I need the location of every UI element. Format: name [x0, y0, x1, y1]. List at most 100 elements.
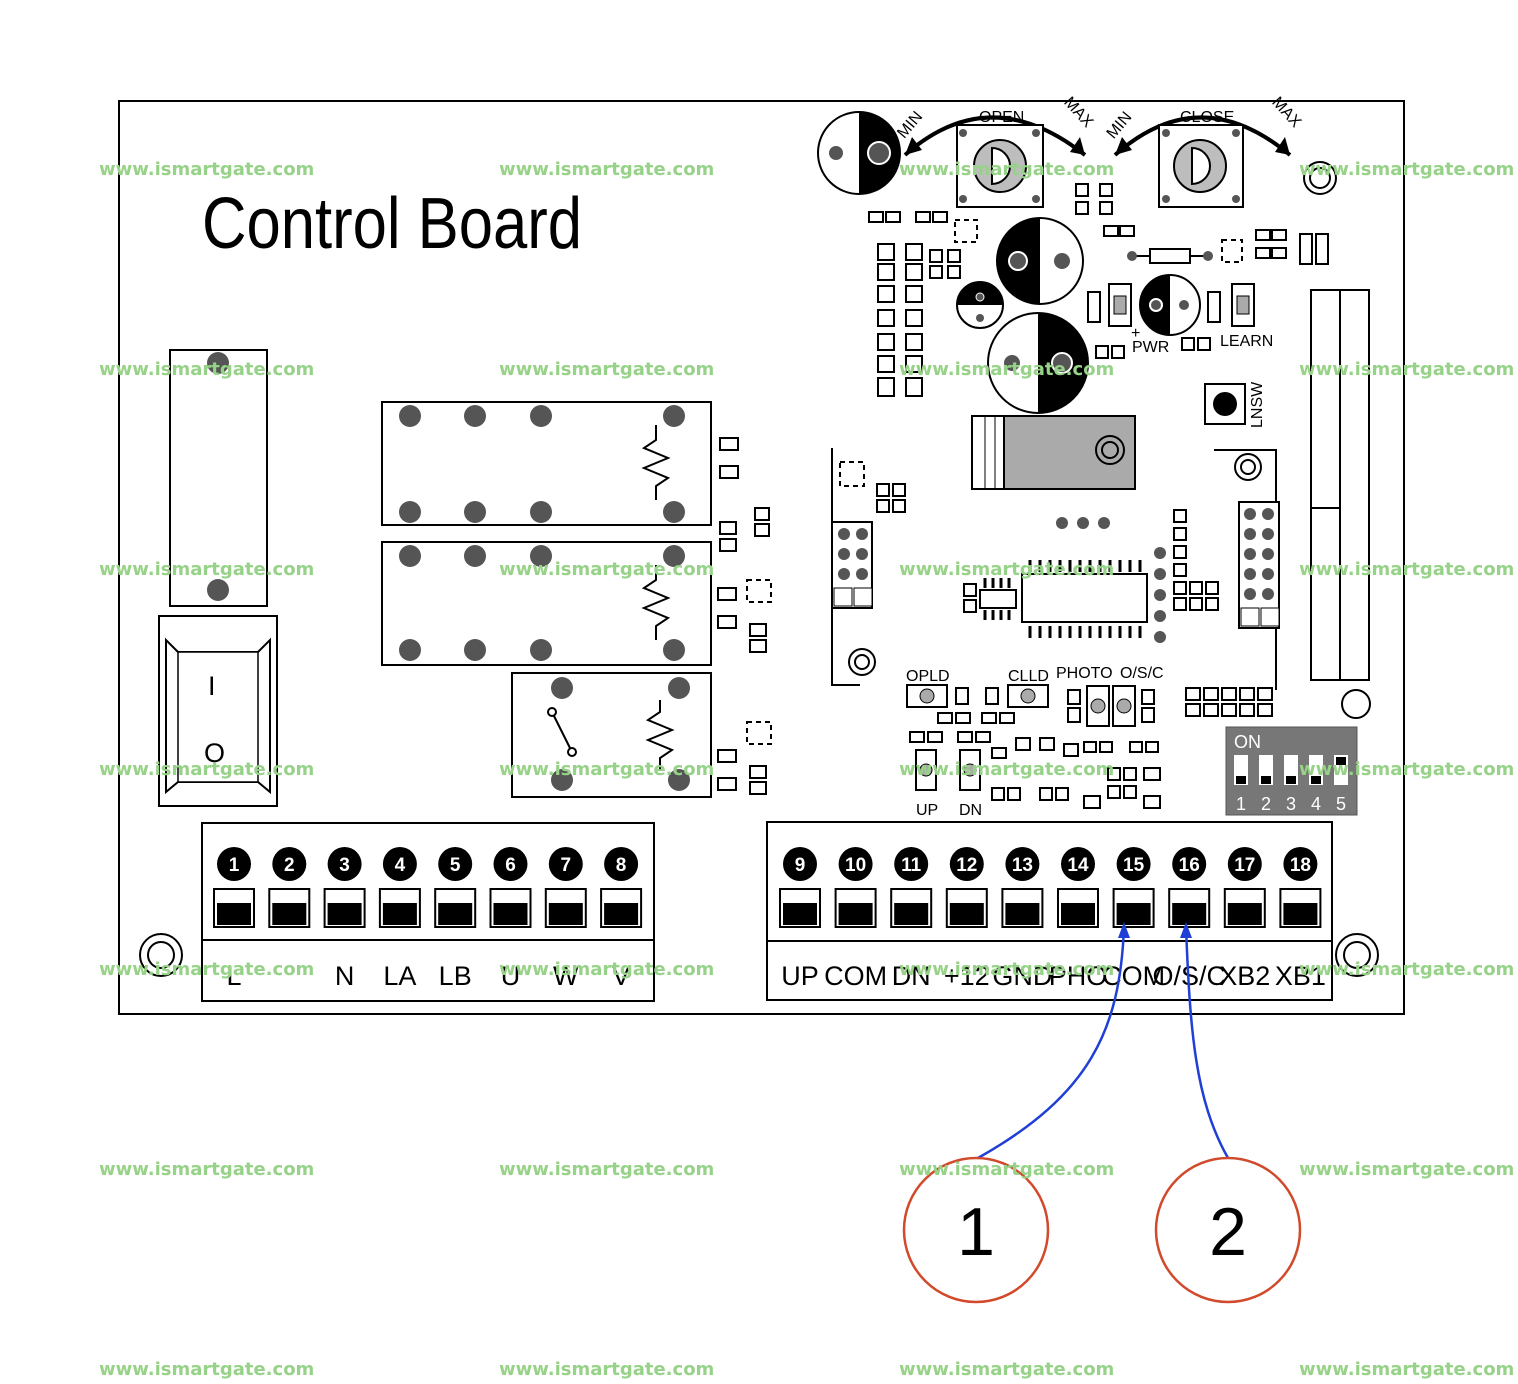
terminal-number: 11	[901, 855, 922, 876]
terminal-number: 2	[284, 855, 295, 876]
board-title: Control Board	[202, 184, 582, 264]
header-right	[1238, 501, 1280, 629]
terminal-screw-slot	[783, 903, 817, 925]
callout-1: 1	[902, 1156, 1050, 1304]
dip-switch-number: 5	[1336, 794, 1346, 814]
watermark-text: www.ismartgate.com	[1299, 359, 1514, 380]
terminal-number-badge	[272, 847, 307, 881]
watermark-text: www.ismartgate.com	[499, 1359, 714, 1380]
watermark-text: www.ismartgate.com	[499, 359, 714, 380]
terminal-number: 7	[561, 855, 572, 876]
callout-ring	[1154, 1156, 1302, 1304]
switch-off-label: O	[204, 738, 225, 768]
terminal-screw-slot	[217, 903, 251, 925]
close-label: CLOSE	[1180, 109, 1234, 126]
voltage-regulator	[971, 415, 1136, 490]
terminal-number: 10	[845, 855, 866, 876]
terminal-number-badge	[1227, 847, 1262, 881]
terminal-screw-slot	[1061, 903, 1095, 925]
pwr-plus: +	[1131, 325, 1140, 342]
terminal-2: 2	[268, 847, 311, 928]
switch-on-label: I	[208, 671, 216, 701]
terminal-screw-slot	[949, 903, 984, 925]
watermark-text: www.ismartgate.com	[899, 1359, 1114, 1380]
terminal-screw-slot	[1116, 903, 1151, 925]
dip-on-label: ON	[1234, 732, 1261, 752]
terminal-number-badge	[493, 847, 528, 881]
smd-pads-relays	[717, 437, 770, 795]
dn-button-label: DN	[959, 802, 982, 819]
fuse-hole-top	[207, 352, 229, 374]
terminal-12: 12 +12	[944, 847, 990, 991]
terminal-number: 8	[616, 855, 627, 876]
terminal-number-badge	[783, 847, 817, 881]
terminal-number: 3	[339, 855, 350, 876]
terminal-number: 17	[1234, 855, 1255, 876]
photo-label: PHOTO	[1056, 665, 1113, 682]
terminal-number: 12	[956, 855, 977, 876]
watermark-text: www.ismartgate.com	[499, 759, 714, 780]
capacitors	[956, 217, 1201, 414]
terminal-number-badge	[838, 847, 873, 881]
terminal-number: 1	[229, 855, 240, 876]
watermark-text: www.ismartgate.com	[99, 959, 314, 980]
terminal-screw-slot	[1227, 903, 1262, 925]
learn-label: LEARN	[1220, 333, 1273, 350]
terminal-number: 14	[1067, 855, 1089, 876]
terminal-label: +12	[944, 961, 990, 991]
terminal-number-badge	[1005, 847, 1040, 881]
terminal-label: UP	[781, 961, 819, 991]
edge-connector	[1310, 289, 1371, 719]
relay-3	[511, 672, 712, 798]
terminal-screw-slot	[604, 903, 639, 925]
terminal-9: 9UP	[779, 847, 821, 991]
clld-label: CLLD	[1008, 668, 1049, 685]
callout-2: 2	[1154, 1156, 1302, 1304]
terminal-screw-slot	[1005, 903, 1040, 925]
callout-number: 1	[957, 1194, 995, 1270]
terminal-number-badge	[548, 847, 583, 881]
terminal-number-badge	[438, 847, 473, 881]
terminal-number-badge	[327, 847, 362, 881]
relay-2	[381, 541, 712, 666]
terminal-screw-slot	[838, 903, 873, 925]
terminal-number-badge	[1116, 847, 1151, 881]
terminal-label: XB2	[1219, 961, 1270, 991]
terminal-label: L	[226, 961, 241, 991]
terminal-number: 5	[450, 855, 461, 876]
terminal-number: 4	[395, 855, 406, 876]
watermark-text: www.ismartgate.com	[99, 1159, 314, 1180]
terminal-label: V	[612, 961, 630, 991]
watermark-text: www.ismartgate.com	[1299, 159, 1514, 180]
terminal-screw-slot	[1283, 903, 1318, 925]
terminal-label: XB1	[1275, 961, 1326, 991]
wire-2	[1184, 926, 1230, 1159]
terminal-label: LA	[383, 961, 416, 991]
open-label: OPEN	[979, 109, 1024, 126]
watermark-text: www.ismartgate.com	[499, 1159, 714, 1180]
terminal-number-badge	[217, 847, 251, 881]
terminal-number: 18	[1290, 855, 1311, 876]
terminal-label: PHO	[1049, 961, 1108, 991]
up-button-label: UP	[916, 802, 938, 819]
watermark-text: www.ismartgate.com	[99, 559, 314, 580]
terminal-number-badge	[894, 847, 929, 881]
terminal-number: 13	[1012, 855, 1033, 876]
terminal-screw-slot	[1172, 903, 1207, 925]
watermark-text: www.ismartgate.com	[899, 559, 1114, 580]
watermark-text: www.ismartgate.com	[899, 759, 1114, 780]
terminal-number-badge	[1061, 847, 1095, 881]
watermark-text: www.ismartgate.com	[899, 359, 1114, 380]
watermark-text: www.ismartgate.com	[1299, 759, 1514, 780]
smd-pads-upper	[868, 183, 1329, 359]
terminal-number: 15	[1123, 855, 1145, 876]
terminal-5: 5LB	[434, 847, 477, 991]
terminal-7: 7W	[544, 847, 587, 991]
terminal-label: W	[553, 961, 579, 991]
